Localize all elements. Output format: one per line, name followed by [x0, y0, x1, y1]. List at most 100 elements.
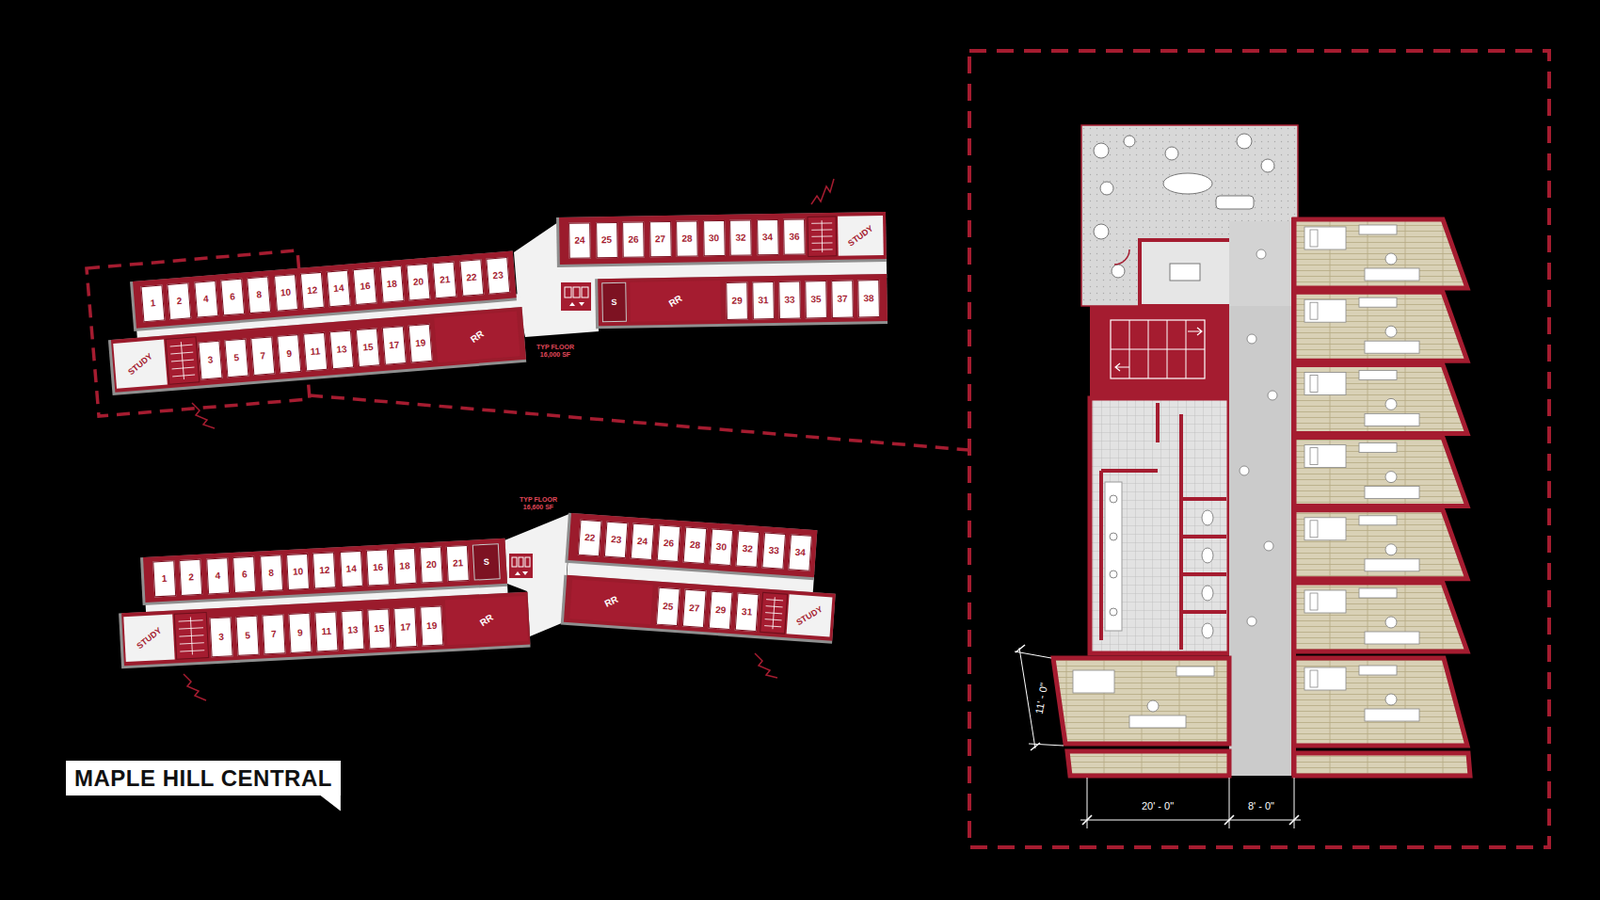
stair-core — [1110, 320, 1205, 379]
room-box: 10 — [272, 273, 298, 312]
room-number: 13 — [336, 344, 348, 355]
corridor — [1267, 390, 1278, 400]
room-number: 25 — [662, 601, 674, 612]
dorm-room — [1067, 751, 1230, 776]
room-box: 13 — [340, 609, 365, 651]
study-area: STUDY — [123, 613, 175, 662]
dorm-room — [1294, 364, 1468, 433]
chair — [1385, 693, 1397, 705]
room-number: 16 — [359, 281, 371, 292]
elevator-icon — [518, 557, 524, 567]
furniture — [1359, 297, 1397, 307]
room-box: 6 — [220, 278, 245, 317]
room-box: 26 — [622, 221, 645, 257]
room-box: 11 — [303, 332, 328, 372]
furniture — [1310, 670, 1318, 688]
room-box: 7 — [250, 336, 275, 376]
room-box: 2 — [167, 282, 192, 320]
room-number: 18 — [399, 560, 411, 572]
restroom-block: RR — [433, 310, 521, 363]
room-box: 8 — [259, 554, 284, 592]
room-box: 4 — [206, 557, 230, 594]
room-box: 27 — [682, 589, 707, 629]
room-number: 20 — [413, 276, 425, 288]
room-number: 5 — [233, 352, 240, 363]
room-box: 25 — [595, 222, 619, 258]
room-box: 12 — [312, 551, 336, 589]
room-number: 35 — [810, 294, 821, 304]
room-number: 10 — [280, 288, 292, 299]
room-number: 23 — [610, 534, 623, 545]
furniture — [1364, 413, 1420, 426]
room-number: 29 — [715, 605, 727, 616]
room-number: 4 — [214, 571, 221, 581]
stair-hatch — [177, 616, 205, 656]
lounge-furniture — [1093, 143, 1109, 159]
room-box: 30 — [703, 220, 726, 256]
furniture — [1176, 666, 1215, 676]
room-number: 7 — [259, 351, 266, 361]
elevator-icon — [509, 553, 533, 578]
restroom — [1109, 532, 1118, 541]
room-number: 31 — [741, 607, 753, 618]
area-name: STUDY — [846, 224, 875, 248]
callout-outline — [86, 250, 970, 450]
room-box: 19 — [408, 323, 433, 364]
room-box: 35 — [804, 280, 828, 319]
room-number: 3 — [218, 632, 224, 642]
room-number: 28 — [689, 540, 702, 551]
room-number: 12 — [306, 285, 319, 296]
stair-core — [1089, 305, 1230, 399]
lounge-furniture — [1111, 264, 1125, 278]
furniture — [1310, 592, 1318, 610]
room-box: 17 — [382, 325, 407, 366]
elevator-icon — [509, 553, 533, 578]
room-box: 7 — [261, 613, 286, 655]
title-tail — [320, 794, 341, 811]
room-number: 12 — [319, 565, 331, 576]
room-box: 14 — [326, 270, 352, 308]
area-name: S — [483, 557, 490, 566]
restroom — [1109, 495, 1214, 639]
floor-wing: 242526272830323436STUDYSRR293133353738 — [559, 217, 560, 219]
stair-hatch — [811, 220, 833, 253]
elevator-icon — [560, 282, 592, 311]
dorm-room — [1294, 219, 1468, 288]
furniture — [1364, 708, 1420, 721]
stair-block — [760, 592, 788, 634]
dimension-lines — [1014, 644, 1301, 829]
lounge-furniture — [1261, 159, 1275, 173]
room-box: 21 — [432, 261, 458, 300]
room-number: 33 — [784, 295, 795, 305]
room-box: 6 — [232, 556, 256, 593]
restroom — [1109, 570, 1118, 578]
corridor — [1239, 249, 1278, 626]
stair-hatch — [169, 340, 195, 381]
room-number: 27 — [655, 234, 666, 244]
dorm-room — [1294, 657, 1468, 746]
room-box: 4 — [193, 280, 219, 319]
room-box: 29 — [725, 282, 749, 320]
area-name: RR — [667, 293, 685, 309]
restroom-block: RR — [629, 280, 721, 322]
furniture — [1364, 631, 1420, 644]
stair-hatch — [764, 596, 784, 630]
room-number: 24 — [637, 536, 649, 547]
restroom — [1201, 623, 1214, 639]
dimension-lines — [1014, 647, 1064, 749]
stair-block — [807, 216, 837, 257]
furniture — [1359, 443, 1397, 453]
room-box: 5 — [224, 338, 249, 379]
lounge-furniture — [1236, 133, 1252, 149]
room-number: 6 — [229, 291, 236, 302]
elevator-icon — [569, 302, 585, 306]
wing-bar — [564, 512, 817, 580]
furniture — [1364, 486, 1420, 499]
room-number: 15 — [362, 342, 374, 353]
room-number: 26 — [627, 235, 639, 245]
room-number: 2 — [176, 296, 182, 306]
corridor-fill — [513, 220, 599, 337]
floor-wing: 1246810121416182021SSTUDY35791113151719R… — [143, 557, 144, 559]
area-name: RR — [478, 612, 496, 628]
furniture — [1304, 445, 1346, 468]
